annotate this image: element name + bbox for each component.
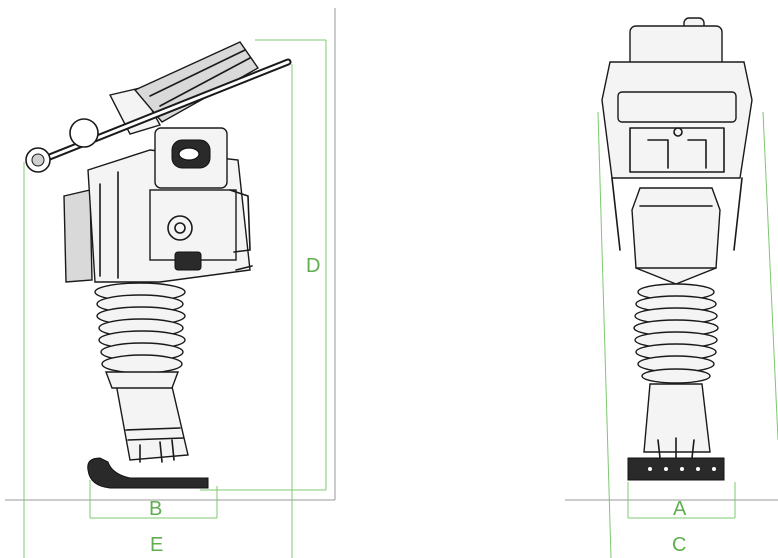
front-dimension-lines: [597, 111, 778, 558]
side-bellows: [94, 282, 186, 389]
label-b: B: [149, 498, 162, 520]
label-a: A: [673, 498, 687, 520]
front-bellows: [633, 283, 719, 384]
side-view-machine: [25, 41, 292, 489]
side-dimension-lines: [23, 39, 327, 558]
label-e: E: [150, 534, 163, 556]
label-c: C: [672, 534, 686, 556]
dim-c-left-line: [597, 111, 612, 558]
dim-c-right-line: [762, 111, 778, 441]
front-view-machine: [601, 17, 753, 481]
label-d: D: [306, 255, 320, 277]
